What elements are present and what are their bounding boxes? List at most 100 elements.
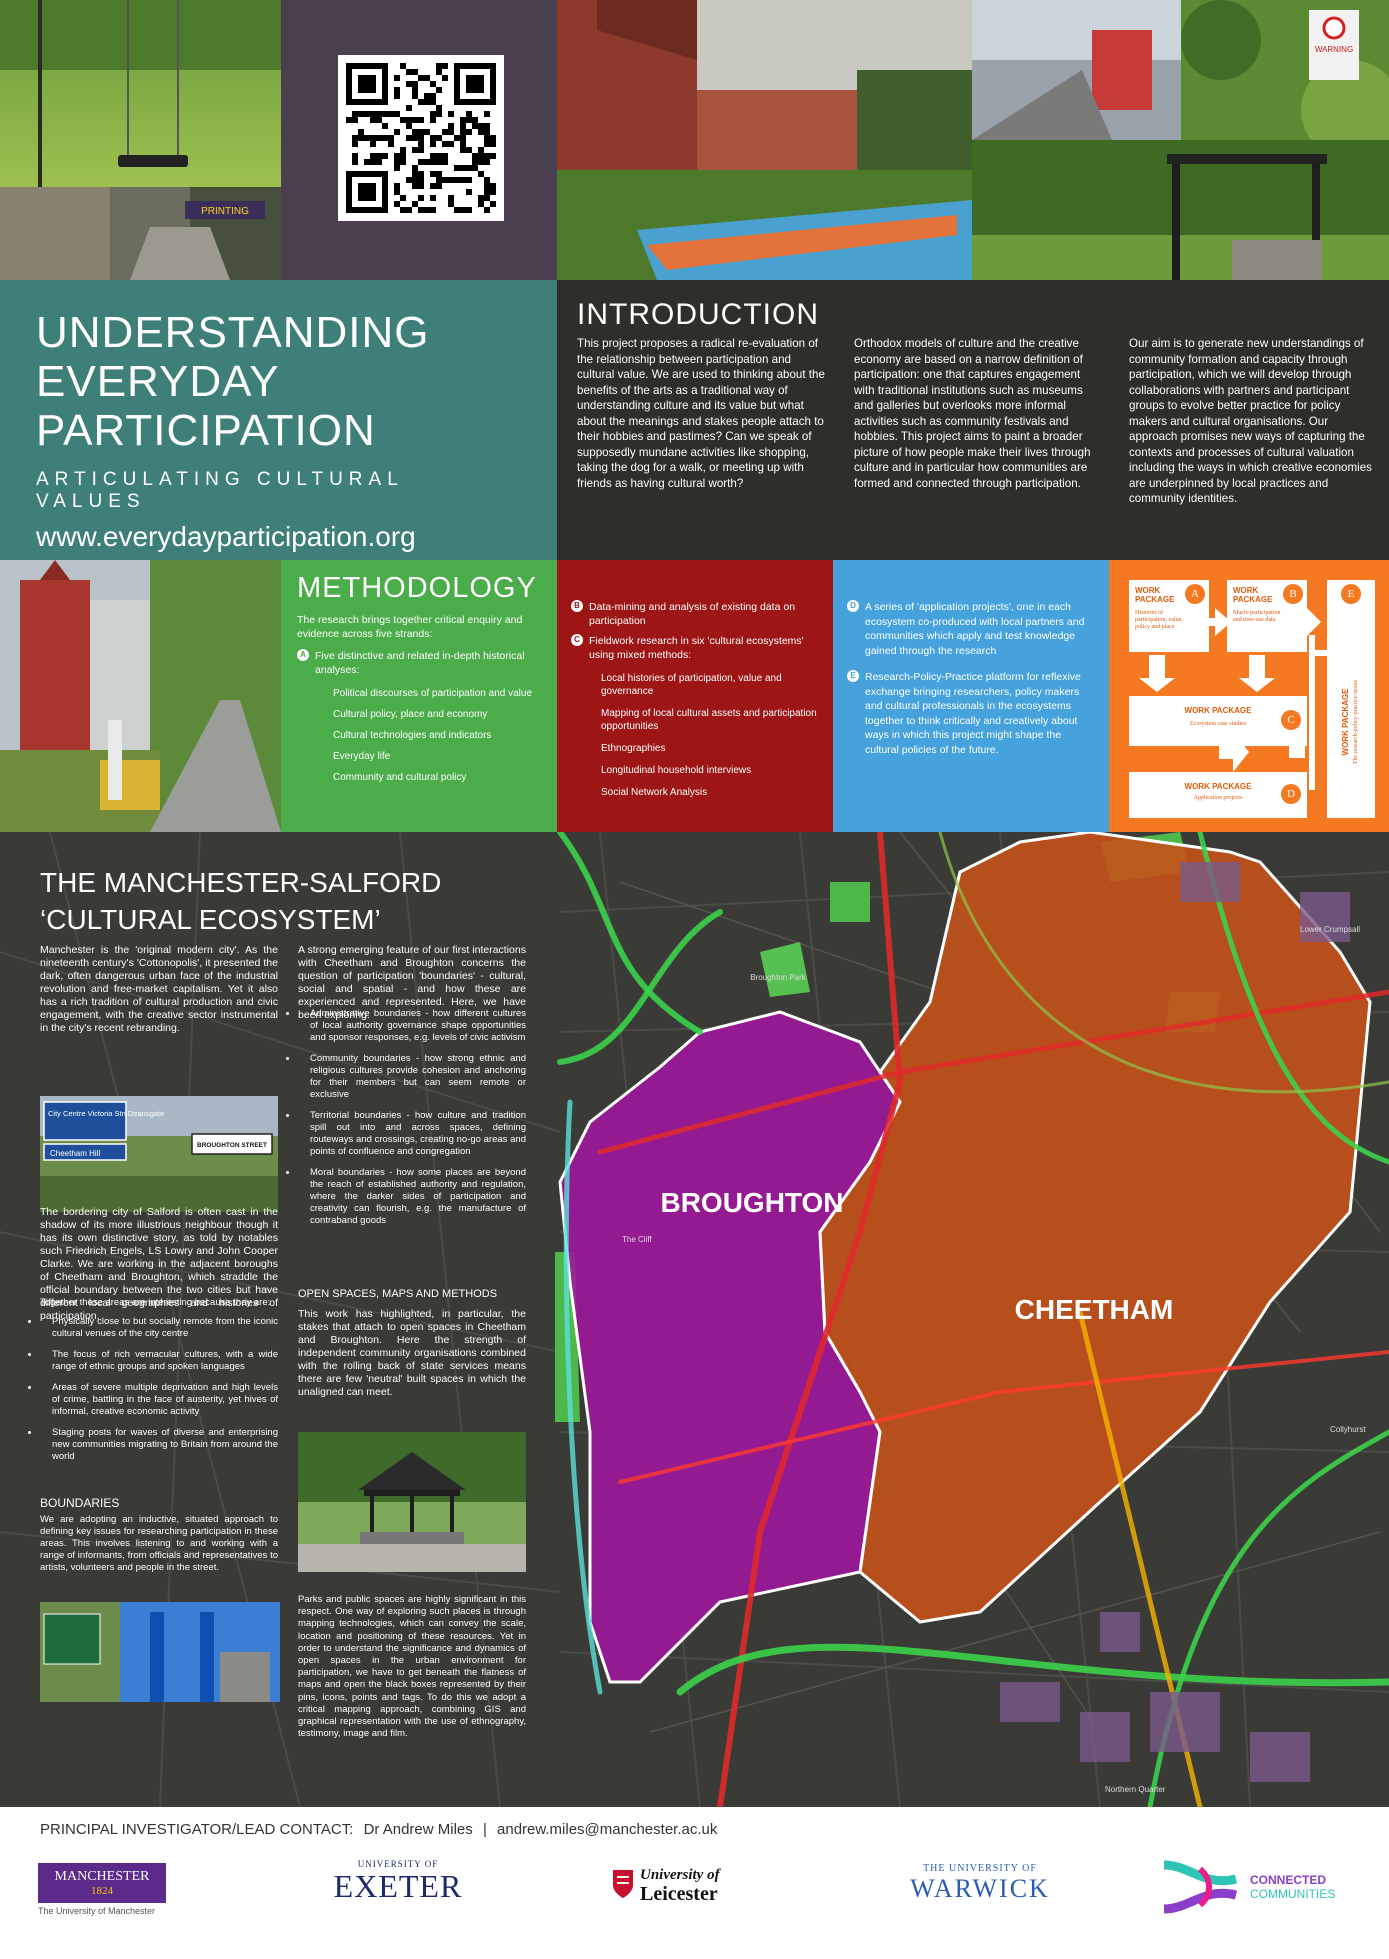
title-line-1: UNDERSTANDING (36, 308, 430, 357)
map-label-lower-crumpsall: Lower Crumpsall (1300, 925, 1360, 934)
strand-b: B Data-mining and analysis of existing d… (571, 600, 819, 628)
warwick-logo-name: WARWICK (910, 1874, 1050, 1903)
exeter-logo-name: EXETER (333, 1868, 463, 1904)
badge-b: B (571, 600, 583, 612)
website-link[interactable]: www.everydayparticipation.org (36, 521, 416, 552)
leicester-logo-top: University of (640, 1867, 720, 1883)
list-item: Moral boundaries - how some places are b… (298, 1167, 526, 1227)
contact-separator: | (482, 1821, 487, 1838)
work-package-a: WORK PACKAGE Histories of participation,… (1129, 580, 1209, 652)
wp-b-label: WORK PACKAGE (1233, 586, 1273, 604)
wp-e-label: WORK PACKAGE (1341, 688, 1350, 756)
page-title: UNDERSTANDING EVERYDAY PARTICIPATION (36, 308, 521, 455)
photo-allotment (557, 0, 972, 280)
contact-label: PRINCIPAL INVESTIGATOR/LEAD CONTACT: (40, 1821, 354, 1838)
strand-c: C Fieldwork research in six 'cultural ec… (571, 634, 819, 662)
ecosystem-heading-line-1: THE MANCHESTER-SALFORD (40, 867, 442, 898)
manchester-logo-year: 1824 (91, 1885, 113, 1897)
exeter-logo: UNIVERSITY OF EXETER (318, 1859, 478, 1919)
list-item: Cultural policy, place and economy (333, 709, 488, 720)
list-item: Cultural technologies and indicators (333, 730, 492, 741)
badge-a: A (297, 649, 309, 661)
wp-c-desc: Ecosystem case studies (1190, 721, 1246, 727)
ecosystem-heading: THE MANCHESTER-SALFORD ‘CULTURAL ECOSYST… (40, 864, 441, 938)
list-item: Administrative boundaries - how differen… (298, 1008, 526, 1044)
wp-a-label: WORK PACKAGE (1135, 586, 1175, 604)
introduction-heading: INTRODUCTION (577, 298, 819, 331)
intro-column-1: This project proposes a radical re-evalu… (577, 337, 825, 490)
leicester-logo: University of Leicester (612, 1867, 772, 1917)
strand-c-list: Local histories of participation, value … (601, 672, 819, 799)
photo-swing (0, 0, 281, 187)
title-line-2: EVERYDAY (36, 357, 280, 406)
manchester-logo-name: MANCHESTER (54, 1869, 150, 1884)
photo-market-street (0, 560, 281, 832)
photo-bandstand (298, 1432, 526, 1572)
strand-a: A Five distinctive and related in-depth … (297, 649, 541, 677)
warning-sign-text: WARNING (1315, 45, 1353, 54)
wp-c-label: WORK PACKAGE (1184, 706, 1252, 715)
badge-e: E (847, 670, 859, 682)
badge-d: D (847, 600, 859, 612)
methodology-intro: The research brings together critical en… (297, 614, 523, 640)
list-item: Political discourses of participation an… (333, 688, 532, 699)
boundaries-text: We are adopting an inductive, situated a… (40, 1514, 278, 1573)
title-line-3: PARTICIPATION (36, 406, 376, 455)
wp-b-desc: Macro participation and time-use data (1233, 610, 1281, 623)
list-item: Local histories of participation, value … (601, 673, 782, 697)
list-item: Community boundaries - how strong ethnic… (298, 1053, 526, 1101)
strand-a-text: Five distinctive and related in-depth hi… (315, 650, 525, 676)
intro-column-2: Orthodox models of culture and the creat… (854, 337, 1091, 490)
open-spaces-text: This work has highlighted, in particular… (298, 1308, 526, 1398)
ecosystem-area-list: Physically close to but socially remote … (40, 1316, 278, 1472)
strand-a-list: Political discourses of participation an… (333, 687, 541, 784)
work-package-c: WORK PACKAGE Ecosystem case studies C (1129, 696, 1307, 746)
photo-park-gazebo (972, 140, 1389, 280)
street-sign: BROUGHTON STREET (197, 1142, 267, 1149)
work-package-e: E WORK PACKAGE The research-policy-pract… (1327, 580, 1375, 818)
methodology-section: METHODOLOGY The research brings together… (281, 560, 557, 832)
wp-d-label: WORK PACKAGE (1184, 782, 1252, 791)
introduction-section: INTRODUCTION This project proposes a rad… (557, 280, 1389, 560)
manchester-logo-sub: The University of Manchester (38, 1906, 156, 1916)
strand-c-text: Fieldwork research in six 'cultural ecos… (589, 635, 804, 661)
contact-email[interactable]: andrew.miles@manchester.ac.uk (497, 1821, 718, 1838)
warwick-logo-top: THE UNIVERSITY OF (923, 1863, 1037, 1874)
boundary-types-list: Administrative boundaries - how differen… (298, 1008, 526, 1236)
list-item: Ethnographies (601, 743, 666, 754)
connected-communities-logo: CONNECTED COMMUNITIES (1160, 1859, 1360, 1919)
connected-communities-icon (1163, 1860, 1238, 1914)
contact-line: PRINCIPAL INVESTIGATOR/LEAD CONTACT: Dr … (40, 1821, 717, 1838)
footer: PRINCIPAL INVESTIGATOR/LEAD CONTACT: Dr … (0, 1807, 1389, 1959)
road-sign-1: City Centre Victoria Stn Deansgate (48, 1109, 164, 1118)
photo-warning-sign: WARNING (1181, 0, 1389, 140)
photo-road-signs: City Centre Victoria Stn Deansgate Cheet… (40, 1096, 278, 1212)
strand-bc-panel: B Data-mining and analysis of existing d… (557, 560, 833, 832)
map-label-broughton-park: Broughton Park (750, 973, 807, 982)
strand-d: D A series of 'application projects', on… (847, 600, 1093, 658)
wp-e-desc: The research-policy-practice nexus (1353, 679, 1359, 765)
strand-e: E Research-Policy-Practice platform for … (847, 670, 1093, 757)
page-subtitle: ARTICULATING CULTURAL VALUES (36, 469, 404, 512)
qr-code[interactable] (338, 55, 504, 221)
parks-text: Parks and public spaces are highly signi… (298, 1594, 526, 1740)
intro-column-3: Our aim is to generate new understanding… (1129, 337, 1372, 505)
ecosystem-col2-intro: A strong emerging feature of our first i… (298, 944, 526, 1021)
wp-a-letter: A (1185, 584, 1205, 604)
map-label-broughton: BROUGHTON (660, 1187, 843, 1218)
cheetham-region (818, 832, 1372, 1624)
list-item: Areas of severe multiple deprivation and… (40, 1382, 278, 1418)
list-item: Everyday life (333, 751, 391, 762)
strand-d-text: A series of 'application projects', one … (865, 601, 1085, 657)
ecosystem-paragraph-2: The bordering city of Salford is often c… (40, 1206, 278, 1322)
cc-logo-line-1: CONNECTED (1250, 1873, 1327, 1887)
title-block: UNDERSTANDING EVERYDAY PARTICIPATION ART… (0, 280, 557, 560)
wp-b-letter: B (1283, 584, 1303, 604)
neighbourhood-map: BROUGHTON CHEETHAM Broughton Park Lower … (0, 832, 1389, 1807)
strand-b-text: Data-mining and analysis of existing dat… (589, 601, 796, 627)
list-item: Community and cultural policy (333, 772, 467, 783)
cc-logo-line-2: COMMUNITIES (1250, 1887, 1336, 1901)
badge-c: C (571, 634, 583, 646)
strand-de-panel: D A series of 'application projects', on… (833, 560, 1109, 832)
list-item: Mapping of local cultural assets and par… (601, 708, 817, 732)
